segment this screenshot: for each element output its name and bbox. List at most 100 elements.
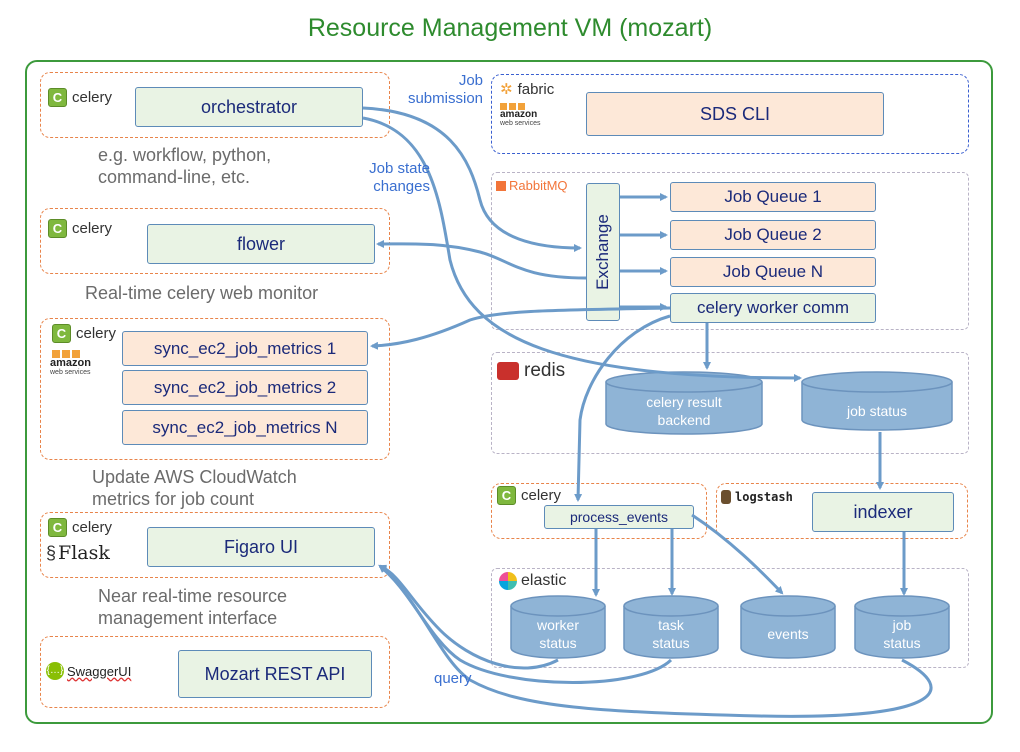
worker-status-label: worker status (511, 616, 605, 652)
query-arrow-1 (378, 564, 559, 670)
amazon-text: amazon (500, 109, 538, 120)
cyl-line: events (767, 626, 809, 642)
celery-badge: C celery (48, 219, 112, 238)
process-events-box[interactable]: process_events (544, 505, 694, 529)
celery-badge: C celery (52, 324, 116, 343)
redis-label: redis (524, 360, 566, 381)
exchange-box[interactable]: Exchange (586, 183, 620, 321)
orchestrator-group (40, 72, 390, 138)
celery-result-backend-label: celery result backend (606, 393, 762, 429)
redis-icon (497, 362, 519, 380)
indexer-label: indexer (853, 501, 913, 522)
celery-label: celery (521, 487, 562, 504)
celery-label: celery (72, 89, 113, 106)
cyl-line: status (883, 635, 921, 651)
job-queue-2[interactable]: Job Queue 2 (670, 220, 876, 250)
celery-label: celery (72, 220, 113, 237)
rabbitmq-badge: RabbitMQ (496, 178, 568, 193)
cyl-line: status (539, 635, 577, 651)
job-queue-label: Job Queue 1 (724, 187, 822, 206)
logstash-group (716, 483, 968, 539)
swagger-label: SwaggerUI (67, 663, 132, 679)
metrics-arrow (370, 306, 671, 350)
query-label: query (434, 670, 472, 687)
events-label: events (741, 625, 835, 643)
fabric-group (491, 74, 969, 154)
events-cylinder[interactable] (740, 595, 836, 659)
job-submission-arrow (362, 106, 582, 252)
task-status-label: task status (624, 616, 718, 652)
cyl-line: worker (536, 617, 579, 633)
amazon-subtext: web services (50, 369, 91, 376)
celery-badge: C celery (48, 88, 112, 107)
flower-arrow (376, 239, 587, 280)
job-status-cylinder[interactable] (801, 371, 953, 431)
figaro-group (40, 512, 390, 578)
figaro-box[interactable]: Figaro UI (147, 527, 375, 567)
cyl-line: backend (657, 412, 711, 428)
process-events-group (491, 483, 707, 539)
flower-caption: Real-time celery web monitor (85, 283, 319, 303)
orchestrator-label: orchestrator (200, 96, 298, 117)
fabric-icon: ✲ (500, 81, 513, 98)
rest-label: Mozart REST API (204, 663, 346, 684)
amazon-subtext: web services (500, 120, 541, 127)
metrics-worker-label: sync_ec2_job_metrics 1 (153, 338, 337, 358)
celery-label: celery (76, 325, 117, 342)
job-queue-label: Job Queue 2 (724, 225, 822, 244)
page-title: Resource Management VM (mozart) (307, 14, 713, 42)
redis-group (491, 352, 969, 454)
metrics-worker-n[interactable]: sync_ec2_job_metrics N (122, 410, 368, 445)
figaro-label: Figaro UI (223, 536, 299, 557)
metrics-worker-label: sync_ec2_job_metrics N (152, 417, 338, 437)
query-arrow-3 (378, 564, 933, 718)
process-events-arrow (574, 314, 671, 502)
job-queue-n[interactable]: Job Queue N (670, 257, 876, 287)
rabbitmq-icon (496, 180, 506, 191)
amazon-logo: amazon web services (50, 350, 112, 377)
job-status-elastic-label: job status (855, 616, 949, 652)
task-status-cylinder[interactable] (623, 595, 719, 659)
elastic-icon (499, 572, 517, 590)
job-status-elastic-cylinder[interactable] (854, 595, 950, 659)
celery-badge: C celery (497, 486, 561, 505)
job-status-label: job status (802, 402, 952, 420)
indexer-box[interactable]: indexer (812, 492, 954, 532)
job-queue-1[interactable]: Job Queue 1 (670, 182, 876, 212)
job-submission-label: Job submission (407, 72, 483, 107)
logstash-badge: logstash (721, 490, 793, 504)
worker-comm-box[interactable]: celery worker comm (670, 293, 876, 323)
cyl-line: status (652, 635, 690, 651)
process-events-label: process_events (569, 509, 669, 525)
rabbitmq-group (491, 172, 969, 330)
amazon-text: amazon (50, 357, 91, 369)
celery-icon: C (48, 518, 67, 537)
flask-label: Flask (58, 542, 110, 564)
events-arrow (691, 513, 784, 595)
rest-box[interactable]: Mozart REST API (178, 650, 372, 698)
orchestrator-box[interactable]: orchestrator (135, 87, 363, 127)
orchestrator-caption: e.g. workflow, python, command-line, etc… (98, 145, 272, 187)
amazon-logo: amazon web services (500, 103, 562, 128)
sds-cli-box[interactable]: SDS CLI (586, 92, 884, 136)
job-state-changes-label: Job state changes (369, 160, 430, 195)
swagger-icon: {…} (46, 662, 64, 680)
celery-icon: C (48, 219, 67, 238)
fabric-badge: ✲ fabric (500, 80, 554, 99)
figaro-caption: Near real-time resource management inter… (98, 586, 288, 628)
metrics-worker-label: sync_ec2_job_metrics 2 (153, 377, 337, 397)
flower-group (40, 208, 390, 274)
worker-status-cylinder[interactable] (510, 595, 606, 659)
sds-cli-label: SDS CLI (699, 103, 771, 124)
metrics-worker-1[interactable]: sync_ec2_job_metrics 1 (122, 331, 368, 366)
rabbitmq-label: RabbitMQ (509, 178, 568, 193)
metrics-worker-2[interactable]: sync_ec2_job_metrics 2 (122, 370, 368, 405)
job-queue-label: Job Queue N (722, 262, 824, 281)
job-state-arrow (362, 116, 802, 382)
elastic-label: elastic (521, 572, 567, 589)
flower-box[interactable]: flower (147, 224, 375, 264)
metrics-group (40, 318, 390, 460)
cyl-line: job status (847, 403, 907, 419)
celery-icon: C (497, 486, 516, 505)
